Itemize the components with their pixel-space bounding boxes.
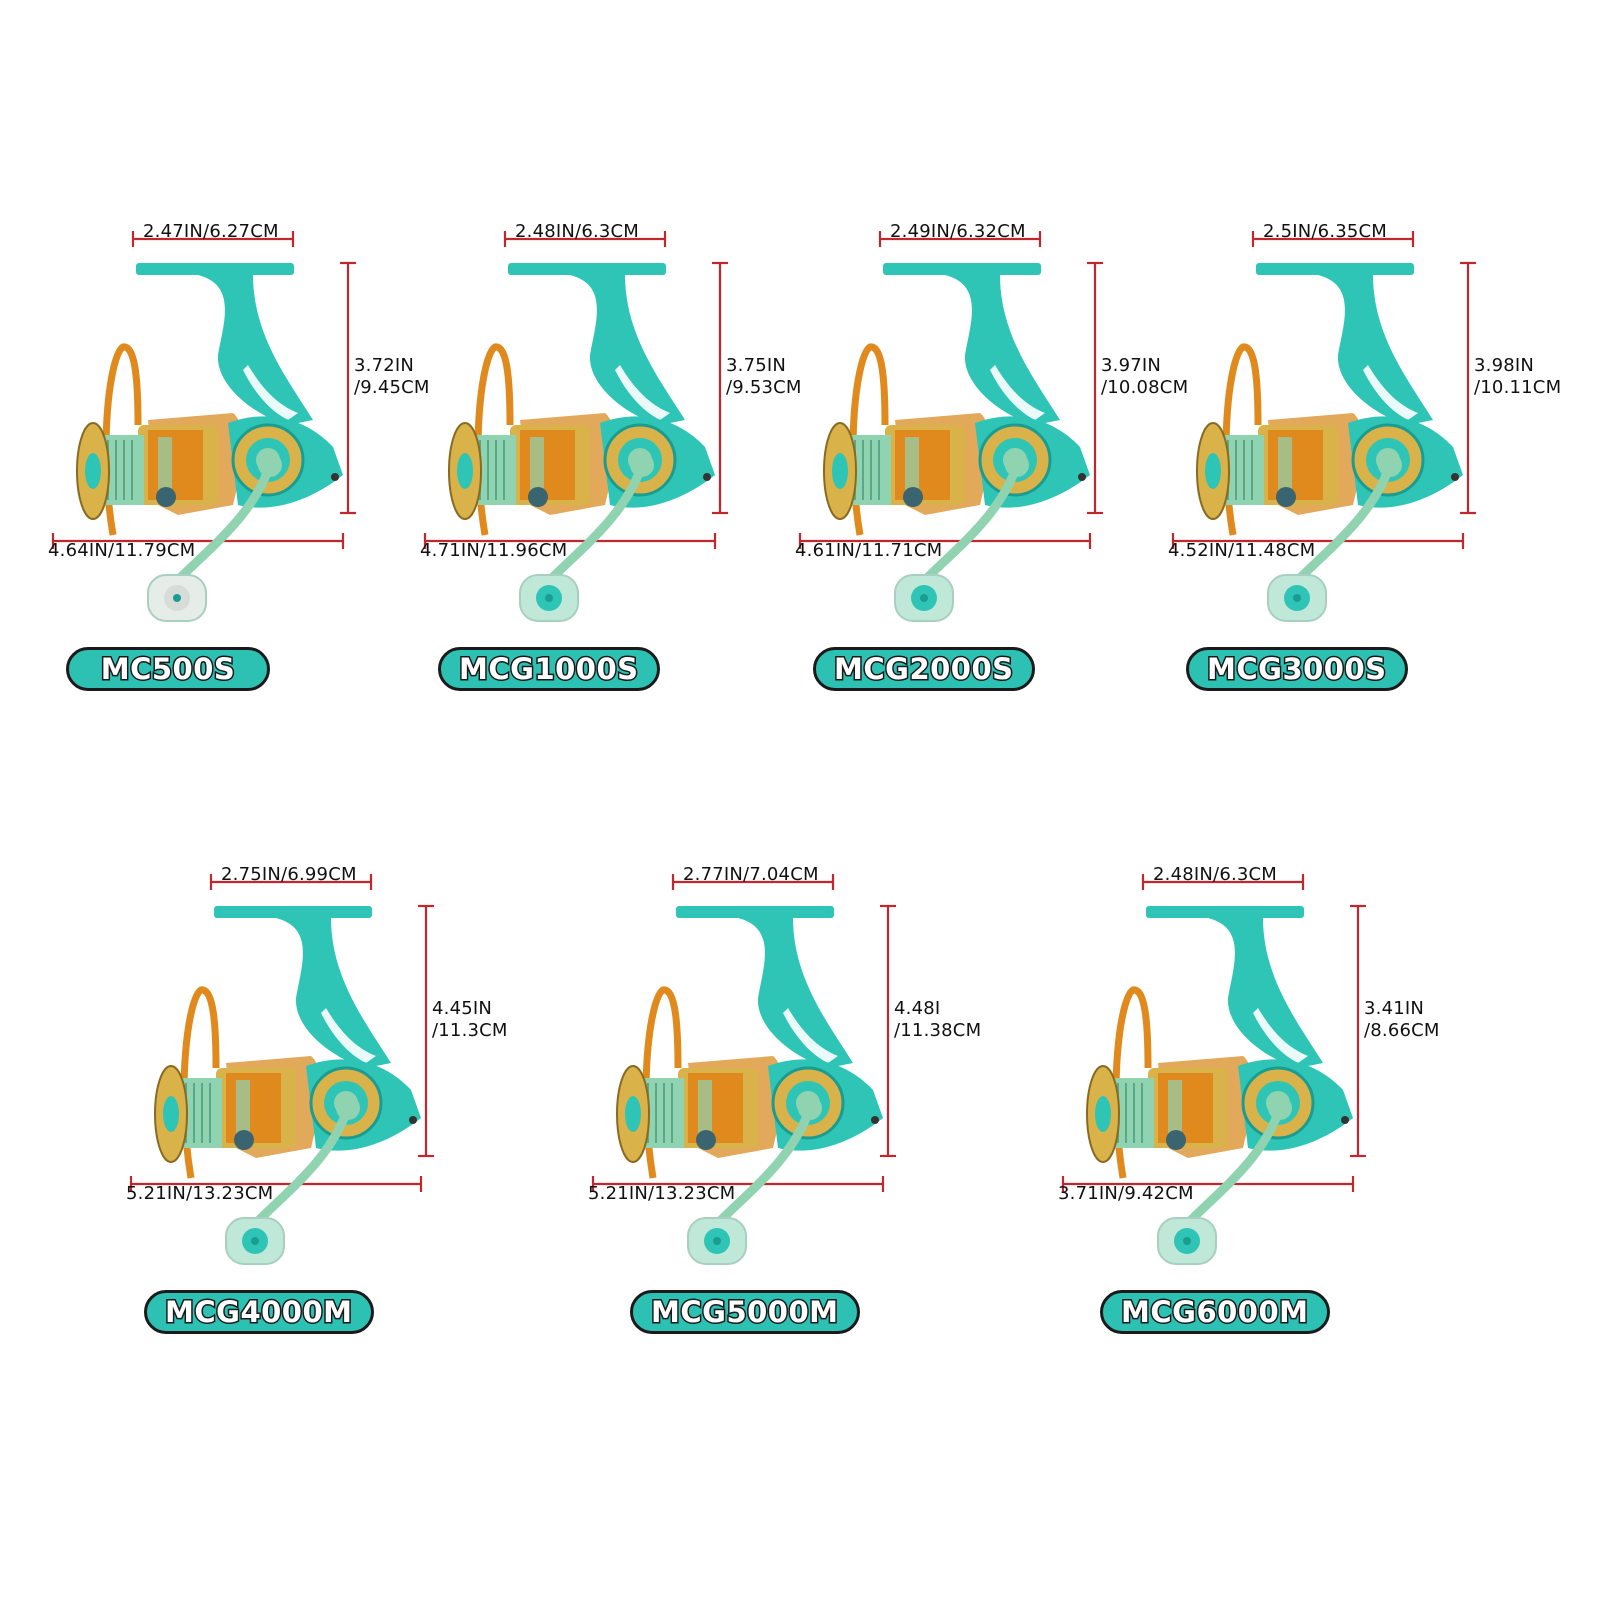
reel-graphic	[1061, 874, 1366, 1265]
width-dimension-label: 2.49IN/6.32CM	[890, 221, 1026, 242]
height-line-1: 3.98IN	[1474, 355, 1535, 376]
model-badge: MCG4000M	[144, 1290, 374, 1334]
spinning-reel-icon	[1196, 263, 1463, 622]
handle-knob	[225, 1217, 285, 1265]
dimension-lines	[1171, 231, 1476, 549]
reel-card-mcg4000m: 2.75IN/6.99CM 4.45IN /11.3CM 5.21IN/13.2…	[126, 858, 526, 1418]
model-name: MCG5000M	[650, 1294, 840, 1331]
handle-knob	[1267, 574, 1327, 622]
handle-knob	[147, 574, 207, 622]
reel-graphic	[129, 874, 434, 1265]
dimension-lines	[1061, 874, 1366, 1192]
height-dimension-label: 4.48I /11.38CM	[894, 998, 981, 1042]
model-name: MCG1000S	[458, 651, 640, 688]
spinning-reel-icon	[1086, 906, 1353, 1265]
reel-graphic	[798, 231, 1103, 622]
height-dimension-label: 3.98IN /10.11CM	[1474, 355, 1561, 399]
model-badge: MC500S	[66, 647, 270, 691]
height-dimension-label: 3.75IN /9.53CM	[726, 355, 802, 399]
length-dimension-label: 4.61IN/11.71CM	[795, 540, 943, 561]
width-dimension-label: 2.75IN/6.99CM	[221, 864, 357, 885]
model-name: MC500S	[99, 651, 236, 688]
model-badge: MCG2000S	[813, 647, 1035, 691]
width-dimension-label: 2.47IN/6.27CM	[143, 221, 279, 242]
reel-card-mcg3000s: 2.5IN/6.35CM 3.98IN /10.11CM 4.52IN/11.4…	[1168, 215, 1568, 775]
length-dimension-label: 3.71IN/9.42CM	[1058, 1183, 1194, 1204]
dimension-lines	[51, 231, 356, 549]
model-badge: MCG1000S	[438, 647, 660, 691]
spinning-reel-icon	[616, 906, 883, 1265]
height-dimension-label: 3.97IN /10.08CM	[1101, 355, 1188, 399]
model-name: MCG4000M	[164, 1294, 354, 1331]
height-line-2: /9.53CM	[726, 377, 802, 398]
handle-knob	[1157, 1217, 1217, 1265]
dimension-lines	[129, 874, 434, 1192]
spinning-reel-icon	[448, 263, 715, 622]
handle-knob	[687, 1217, 747, 1265]
reel-card-mcg2000s: 2.49IN/6.32CM 3.97IN /10.08CM 4.61IN/11.…	[795, 215, 1195, 775]
height-line-1: 4.48I	[894, 998, 941, 1019]
length-dimension-label: 4.52IN/11.48CM	[1168, 540, 1316, 561]
model-badge: MCG3000S	[1186, 647, 1408, 691]
width-dimension-label: 2.48IN/6.3CM	[1153, 864, 1278, 885]
length-dimension-label: 4.64IN/11.79CM	[48, 540, 196, 561]
reel-graphic	[1171, 231, 1476, 622]
dimension-lines	[423, 231, 728, 549]
height-dimension-label: 4.45IN /11.3CM	[432, 998, 508, 1042]
height-line-2: /10.11CM	[1474, 377, 1562, 398]
reel-graphic	[591, 874, 896, 1265]
width-dimension-label: 2.5IN/6.35CM	[1263, 221, 1388, 242]
height-line-1: 4.45IN	[432, 998, 493, 1019]
height-line-2: /10.08CM	[1101, 377, 1189, 398]
spinning-reel-icon	[823, 263, 1090, 622]
model-name: MCG6000M	[1120, 1294, 1310, 1331]
handle-knob	[519, 574, 579, 622]
height-line-1: 3.41IN	[1364, 998, 1425, 1019]
reel-card-mcg6000m: 2.48IN/6.3CM 3.41IN /8.66CM 3.71IN/9.42C…	[1058, 858, 1458, 1418]
width-dimension-label: 2.48IN/6.3CM	[515, 221, 640, 242]
height-line-2: /11.38CM	[894, 1020, 982, 1041]
height-dimension-label: 3.72IN /9.45CM	[354, 355, 430, 399]
reel-card-mc500s: 2.47IN/6.27CM 3.72IN /9.45CM 4.64IN/11.7…	[48, 215, 448, 775]
dimension-lines	[798, 231, 1103, 549]
height-dimension-label: 3.41IN /8.66CM	[1364, 998, 1440, 1042]
dimension-lines	[591, 874, 896, 1192]
reel-card-mcg1000s: 2.48IN/6.3CM 3.75IN /9.53CM 4.71IN/11.96…	[420, 215, 820, 775]
reel-graphic	[423, 231, 728, 622]
spinning-reel-icon	[154, 906, 421, 1265]
length-dimension-label: 5.21IN/13.23CM	[126, 1183, 274, 1204]
model-badge: MCG5000M	[630, 1290, 860, 1334]
height-line-1: 3.72IN	[354, 355, 415, 376]
model-name: MCG2000S	[833, 651, 1015, 688]
length-dimension-label: 4.71IN/11.96CM	[420, 540, 568, 561]
height-line-1: 3.97IN	[1101, 355, 1162, 376]
height-line-1: 3.75IN	[726, 355, 787, 376]
reel-card-mcg5000m: 2.77IN/7.04CM 4.48I /11.38CM 5.21IN/13.2…	[588, 858, 988, 1418]
model-badge: MCG6000M	[1100, 1290, 1330, 1334]
height-line-2: /11.3CM	[432, 1020, 508, 1041]
length-dimension-label: 5.21IN/13.23CM	[588, 1183, 736, 1204]
height-line-2: /8.66CM	[1364, 1020, 1440, 1041]
reel-graphic	[51, 231, 356, 622]
handle-knob	[894, 574, 954, 622]
height-line-2: /9.45CM	[354, 377, 430, 398]
spinning-reel-icon	[76, 263, 343, 622]
width-dimension-label: 2.77IN/7.04CM	[683, 864, 819, 885]
model-name: MCG3000S	[1206, 651, 1388, 688]
